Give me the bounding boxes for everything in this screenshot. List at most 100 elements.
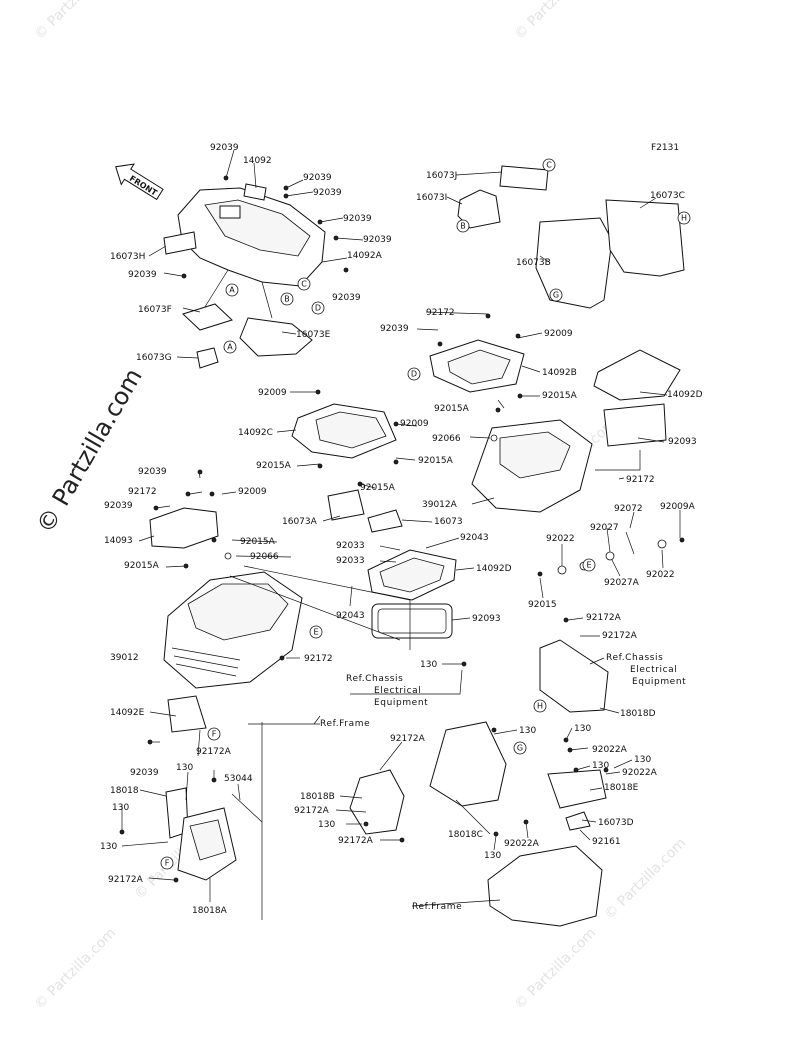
part-label: 92039 [313, 188, 342, 198]
callout-H: H [677, 211, 691, 225]
part-label: 92039 [380, 324, 409, 334]
part-label: 130 [176, 763, 193, 773]
callout-E: E [309, 625, 323, 639]
ref-chassis-right: Ref.Chassis [606, 653, 663, 663]
part-label: 92161 [592, 837, 621, 847]
svg-text:A: A [227, 343, 233, 352]
ref-chassis-left: Ref.Chassis [346, 674, 403, 684]
part-label: 130 [100, 842, 117, 852]
part-label: 92015A [542, 391, 578, 401]
part-label: 92172A [602, 631, 638, 641]
upper-mats [457, 165, 685, 309]
part-label: 18018A [192, 906, 228, 916]
part-label: 130 [634, 755, 651, 765]
part-label: 16073G [136, 353, 172, 363]
part-label: 16073 [434, 517, 463, 527]
callout-A: A [223, 340, 237, 354]
part-label: 18018C [448, 830, 483, 840]
part-label: 92172 [304, 654, 333, 664]
part-label: 16073C [650, 191, 685, 201]
part-label: 92009 [238, 487, 267, 497]
callout-F: F [160, 856, 174, 870]
upper-cover-assembly [163, 183, 326, 369]
callout-A: A [225, 283, 239, 297]
part-label: 92039 [130, 768, 159, 778]
part-label: 130 [574, 724, 591, 734]
svg-text:G: G [553, 291, 559, 300]
part-label: 92172A [586, 613, 622, 623]
part-label: 92043 [336, 611, 365, 621]
part-label: 16073B [516, 258, 551, 268]
part-label: 92172A [338, 836, 374, 846]
callout-G: G [549, 288, 563, 302]
part-label: 92015A [256, 461, 292, 471]
svg-text:D: D [411, 370, 417, 379]
part-label: 92066 [432, 434, 461, 444]
part-label: 92172 [426, 308, 455, 318]
part-label: 92022 [546, 534, 575, 544]
part-label: 92039 [128, 270, 157, 280]
watermark: © Partzilla.com [32, 0, 120, 43]
part-label: 92033 [336, 541, 365, 551]
part-label: 92172A [108, 875, 144, 885]
svg-text:G: G [517, 744, 523, 753]
svg-text:D: D [315, 304, 321, 313]
svg-text:B: B [460, 222, 466, 231]
part-label: 16073D [598, 818, 634, 828]
ref-chassis-right: Electrical [630, 665, 677, 675]
part-label: 18018 [110, 786, 139, 796]
svg-text:C: C [301, 280, 307, 289]
part-label: 92015A [240, 537, 276, 547]
part-label: 14092 [243, 156, 272, 166]
callout-H: H [533, 699, 547, 713]
part-label: 14092D [476, 564, 512, 574]
part-label: 16073I [416, 193, 447, 203]
part-label: 92022A [622, 768, 658, 778]
mid-bracket [291, 403, 403, 533]
part-label: 14093 [104, 536, 133, 546]
svg-text:A: A [229, 286, 235, 295]
watermark: © Partzilla.com [32, 925, 120, 1013]
part-label: 18018D [620, 709, 656, 719]
callout-C: C [297, 277, 311, 291]
lower-left-panels [165, 695, 405, 920]
lower-bracket-14093 [149, 507, 219, 549]
svg-text:C: C [546, 161, 552, 170]
part-label: 92039 [104, 501, 133, 511]
part-label: 14092D [667, 390, 703, 400]
part-label: 92172 [626, 475, 655, 485]
part-label: 92039 [343, 214, 372, 224]
lower-right-panels [429, 639, 609, 927]
ref-chassis-left: Equipment [374, 698, 428, 708]
part-label: 92039 [210, 143, 239, 153]
part-label: 130 [519, 726, 536, 736]
watermark: © Partzilla.com [512, 925, 600, 1013]
part-label: 92022A [504, 839, 540, 849]
part-label: 92027 [590, 523, 619, 533]
part-label: 92172A [294, 806, 330, 816]
svg-text:H: H [537, 702, 543, 711]
part-label: 92039 [138, 467, 167, 477]
part-label: 92043 [460, 533, 489, 543]
callout-D: D [311, 301, 325, 315]
part-label: 92172A [390, 734, 426, 744]
part-label: 92009 [400, 419, 429, 429]
ref-frame-lower: Ref.Frame [412, 902, 462, 912]
part-label: 92027A [604, 578, 640, 588]
svg-text:E: E [586, 561, 591, 570]
main-box-39012 [163, 571, 303, 689]
callout-G: G [513, 741, 527, 755]
svg-text:H: H [681, 214, 687, 223]
part-label: 16073H [110, 252, 145, 262]
ref-frame-upper: Ref.Frame [320, 719, 370, 729]
part-label: 92015A [418, 456, 454, 466]
part-label: 92009 [544, 329, 573, 339]
front-arrow-icon: FRONT [115, 163, 164, 201]
part-label: 92009 [258, 388, 287, 398]
callout-B: B [280, 292, 294, 306]
part-label: 92009A [660, 502, 696, 512]
ref-chassis-left: Electrical [374, 686, 421, 696]
part-label: 92015A [434, 404, 470, 414]
watermark-main: © Partzilla.com [31, 364, 148, 538]
